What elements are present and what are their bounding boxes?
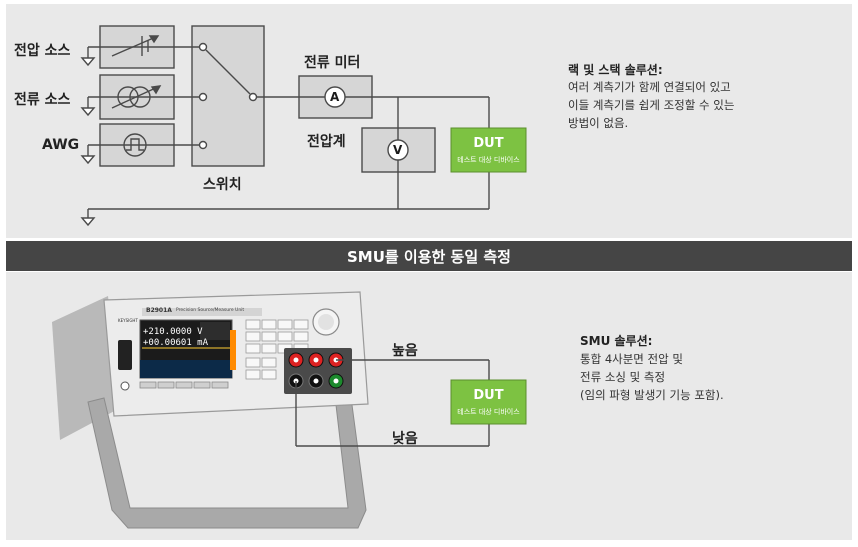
instrument-model: B2901A (146, 307, 172, 314)
divider-title: SMU를 이용한 동일 측정 (347, 247, 511, 266)
smu-dut-block (450, 379, 527, 425)
switch-label: 스위치 (203, 177, 242, 193)
instrument-brand: KEYSIGHT (118, 318, 138, 323)
ammeter-symbol: A (330, 90, 340, 104)
section-divider: SMU를 이용한 동일 측정 (6, 241, 852, 271)
dut-block (450, 127, 527, 173)
low-label: 낮음 (392, 431, 418, 447)
display-current: +00.00601 mA (143, 338, 209, 348)
smu-note-line: (임의 파형 발생기 기능 포함). (580, 388, 724, 402)
instrument-name: Precision Source/Measure Unit (176, 308, 245, 313)
smu-dut-subtitle: 테스트 대상 디바이스 (457, 408, 520, 416)
voltage-source-label: 전압 소스 (14, 43, 71, 59)
carry-handle (87, 397, 367, 529)
rack-stack-note-line: 이들 계측기를 쉽게 조정할 수 있는 (568, 98, 735, 112)
dut-subtitle: 테스트 대상 디바이스 (457, 156, 520, 164)
voltmeter-label: 전압계 (307, 134, 346, 150)
rack-stack-note-line: 방법이 없음. (568, 116, 629, 130)
rack-stack-note-title: 랙 및 스택 솔루션: (568, 63, 663, 77)
smu-note-title: SMU 솔루션: (580, 334, 653, 348)
rack-stack-note-line: 여러 계측기가 함께 연결되어 있고 (568, 80, 731, 94)
dut-title: DUT (473, 136, 504, 151)
awg-label: AWG (42, 137, 80, 153)
smu-dut-title: DUT (473, 388, 504, 403)
current-source-label: 전류 소스 (14, 92, 71, 108)
smu-note-line: 전류 소싱 및 측정 (580, 370, 666, 384)
display-voltage: +210.0000 V (143, 327, 203, 337)
high-label: 높음 (392, 343, 418, 359)
ammeter-label: 전류 미터 (304, 55, 361, 71)
voltmeter-symbol: V (393, 143, 403, 157)
smu-note-line: 통합 4사분면 전압 및 (580, 352, 683, 366)
